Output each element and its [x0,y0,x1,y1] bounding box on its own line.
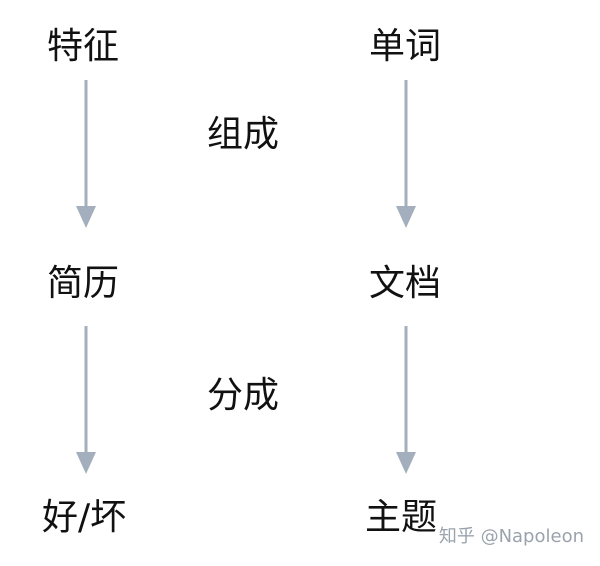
arrow-down-right-lower [396,326,416,474]
watermark: 知乎 @Napoleon [438,526,584,547]
node-word: 单词 [369,26,442,67]
relation-split: 分成 [207,375,280,416]
node-resume: 简历 [47,263,120,304]
node-good-bad: 好/坏 [42,497,127,538]
node-feature: 特征 [47,26,120,67]
node-document: 文档 [369,263,442,304]
relation-compose: 组成 [207,114,280,155]
arrow-down-right-upper [396,80,416,228]
arrow-down-left-upper [76,80,96,228]
arrow-down-left-lower [76,326,96,474]
node-topic: 主题 [365,497,438,538]
